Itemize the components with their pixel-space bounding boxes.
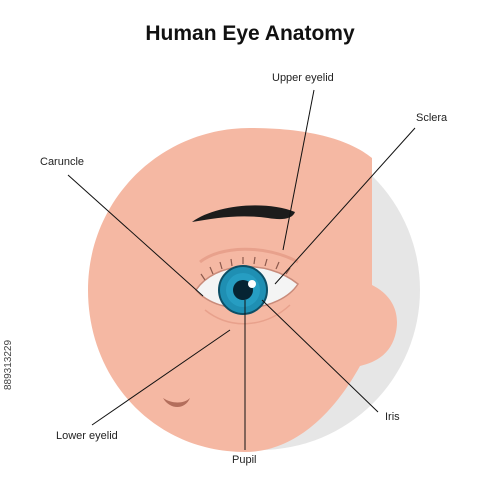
eyebrow	[192, 205, 295, 222]
eyelashes	[200, 256, 291, 281]
leader-lines	[67, 89, 416, 450]
side-stock-code: 889313229	[3, 339, 14, 390]
leader-caruncle	[67, 174, 204, 297]
leader-iris	[261, 299, 379, 413]
label-lower-eyelid: Lower eyelid	[56, 430, 118, 442]
diagram-title: Human Eye Anatomy	[145, 22, 355, 45]
label-upper-eyelid: Upper eyelid	[272, 72, 334, 84]
leader-sclera	[274, 127, 416, 285]
pupil-graphic	[233, 280, 253, 300]
eye-highlight	[248, 280, 256, 288]
label-caruncle: Caruncle	[40, 156, 85, 168]
leader-upper-eyelid	[282, 89, 315, 251]
label-pupil: Pupil	[232, 454, 257, 466]
leader-lower-eyelid	[91, 329, 231, 426]
label-sclera: Sclera	[416, 112, 448, 124]
eyelid-fold	[199, 247, 299, 264]
lower-eyelid-contour	[204, 304, 291, 325]
label-iris: Iris	[385, 411, 400, 423]
nose-shadow	[163, 398, 190, 407]
